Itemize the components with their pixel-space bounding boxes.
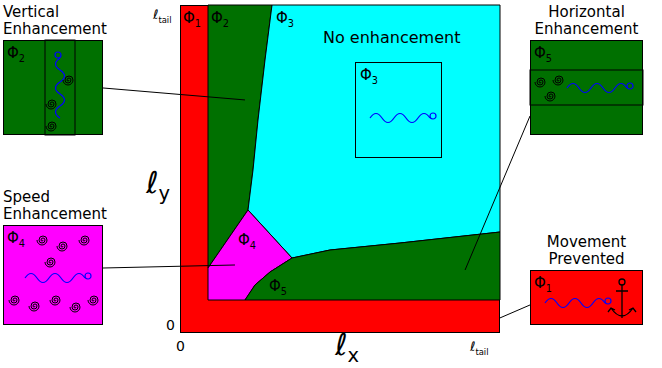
- text-holder: Φ2: [7, 43, 25, 62]
- vortex: [45, 258, 55, 267]
- phase-label: Φ4: [7, 229, 25, 247]
- phase-label: Φ1: [534, 274, 552, 292]
- phase-region: Φ3No enhancementΦ3: [248, 5, 500, 258]
- subscript: 1: [195, 18, 201, 29]
- text-holder: Φ3: [360, 65, 378, 84]
- subscript: 3: [288, 18, 294, 29]
- text-holder: Φ2: [211, 8, 229, 27]
- vortex: [545, 92, 555, 101]
- subscript: x: [347, 344, 359, 367]
- text-holder: ℓtail: [470, 336, 489, 355]
- phase-label: Φ3: [360, 66, 378, 84]
- text-holder: Φ1: [534, 273, 552, 292]
- region-fill: [208, 210, 292, 300]
- vortex: [63, 76, 73, 85]
- subscript: 4: [19, 238, 25, 249]
- text-holder: Vertical Enhancement: [3, 4, 115, 39]
- text-holder: No enhancement: [323, 28, 460, 47]
- panel-heading: Movement Prevented: [530, 234, 643, 269]
- text-holder: Speed Enhancement: [3, 189, 115, 224]
- phase-diagram: Φ1Φ2Φ3No enhancementΦ3Φ4Φ5: [180, 5, 500, 333]
- panel-heading: Speed Enhancement: [3, 189, 115, 224]
- axis-tick: ℓtail: [153, 7, 172, 22]
- text-holder: Φ3: [276, 8, 294, 27]
- axis-tick: 0: [176, 338, 185, 354]
- phase-label: Φ4: [238, 231, 256, 249]
- subscript: 4: [250, 240, 256, 251]
- phase-label: Φ5: [534, 44, 552, 62]
- axis-tick: ℓtail: [470, 339, 489, 354]
- text-holder: Φ4: [238, 230, 256, 249]
- text-holder: Movement Prevented: [530, 234, 643, 269]
- region-fill: [248, 5, 500, 258]
- vortex: [535, 78, 545, 87]
- swimmer: [55, 52, 65, 118]
- region-fill: [245, 232, 500, 300]
- vortex: [57, 242, 67, 251]
- panel-heading: Vertical Enhancement: [3, 4, 115, 39]
- axis-tick: 0: [166, 317, 175, 333]
- phase-label: Φ5: [269, 277, 287, 295]
- text-holder: Φ1: [183, 8, 201, 27]
- subscript: 3: [372, 75, 378, 86]
- panel-box: Horizontal EnhancementΦ5: [530, 40, 643, 135]
- text-holder: Φ5: [269, 276, 287, 295]
- subscript: tail: [158, 15, 171, 25]
- text-holder: Horizontal Enhancement: [530, 4, 643, 39]
- subscript: y: [158, 182, 170, 205]
- vortex: [29, 302, 39, 311]
- text-holder: 0: [176, 336, 185, 355]
- text-holder: 0: [166, 315, 175, 334]
- subscript: 1: [546, 283, 552, 294]
- phase-region: Φ5: [245, 232, 500, 300]
- phase-label: Φ3: [276, 9, 294, 27]
- vortex: [46, 122, 56, 131]
- vortex: [37, 236, 47, 245]
- vortex: [50, 296, 60, 305]
- vortex: [88, 296, 98, 305]
- subscript: 5: [281, 286, 287, 297]
- vortex: [46, 100, 56, 109]
- swimmer: [25, 273, 91, 283]
- channel-box: [45, 40, 75, 135]
- panel-box: Movement PreventedΦ1: [530, 270, 643, 325]
- vortex: [9, 296, 19, 305]
- text-holder: ℓy: [146, 166, 170, 201]
- swimmer: [567, 83, 633, 93]
- leader-line: [103, 265, 235, 268]
- vortex: [79, 236, 89, 245]
- subscript: 2: [223, 18, 229, 29]
- axis-title: ℓy: [146, 165, 170, 200]
- vortex: [70, 303, 80, 312]
- axis-title: ℓx: [335, 327, 359, 362]
- subscript: tail: [475, 347, 488, 357]
- text-holder: Φ5: [534, 43, 552, 62]
- text-holder: ℓx: [335, 328, 359, 363]
- leader-line: [465, 116, 530, 270]
- leader-line: [103, 88, 245, 100]
- anchor-symbol: [608, 279, 636, 318]
- phase-label: Φ2: [7, 44, 25, 62]
- phase-label: Φ1: [183, 9, 201, 27]
- text-holder: Φ4: [7, 228, 25, 247]
- text-holder: ℓtail: [153, 4, 172, 23]
- swimmer: [545, 298, 611, 308]
- channel-box: [530, 70, 643, 105]
- inset-box: Φ3: [355, 62, 442, 158]
- subscript: 5: [546, 53, 552, 64]
- leader-line: [500, 305, 530, 318]
- panel-heading: Horizontal Enhancement: [530, 4, 643, 39]
- phase-label: Φ2: [211, 9, 229, 27]
- region-title: No enhancement: [323, 28, 460, 47]
- panel-box: Vertical EnhancementΦ2: [3, 40, 103, 135]
- panel-box: Speed EnhancementΦ4: [3, 225, 103, 325]
- subscript: 2: [19, 53, 25, 64]
- vortex: [553, 76, 563, 85]
- swimmer: [370, 113, 436, 123]
